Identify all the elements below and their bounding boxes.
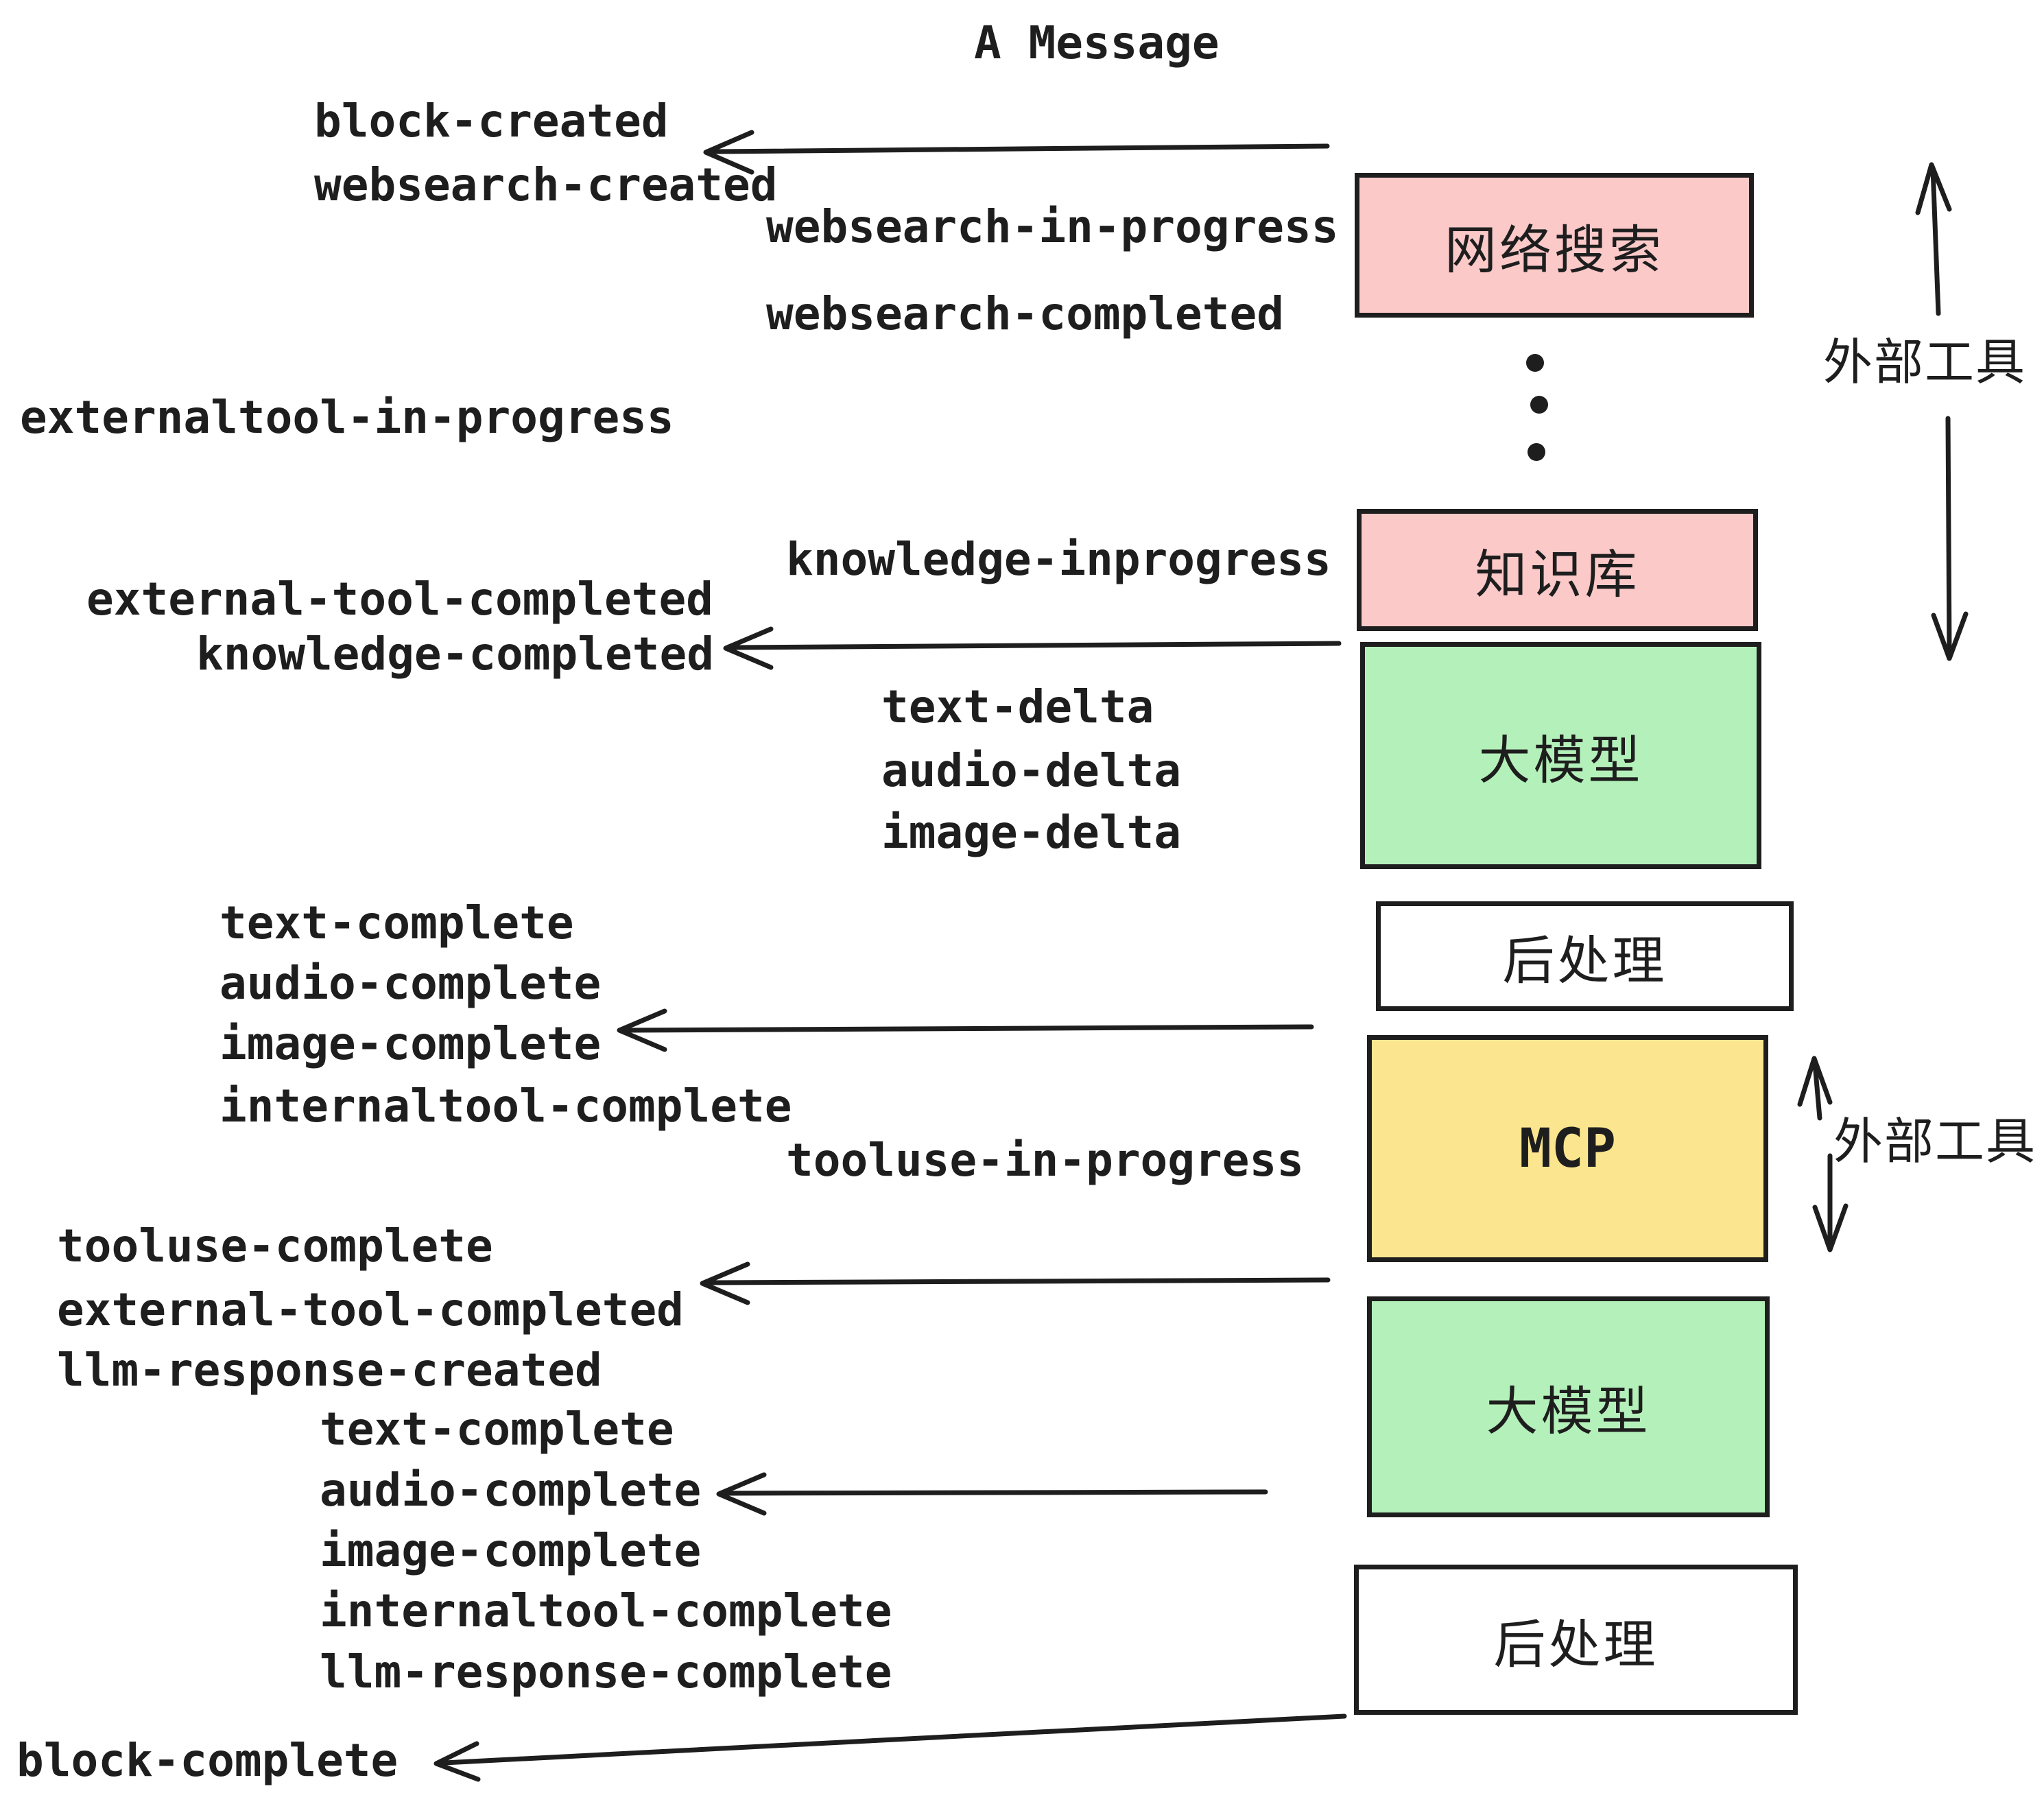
external-tools-arrow-down-shaft (1945, 416, 1952, 658)
event-internaltool-complete-1: internaltool-complete (219, 1080, 792, 1132)
node-llm-first: 大模型 (1360, 642, 1761, 869)
external-tools-arrow-down-head (1931, 611, 1969, 661)
event-knowledge-completed: knowledge-completed (196, 628, 714, 680)
event-llm-response-created: llm-response-created (57, 1344, 602, 1397)
event-external-tool-completed-2: external-tool-completed (57, 1283, 684, 1336)
event-block-complete: block-complete (16, 1734, 399, 1787)
node-knowledge-base: 知识库 (1357, 509, 1758, 631)
external-tools-arrow-up-shaft (1930, 165, 1941, 316)
event-externaltool-in-progress: externaltool-in-progress (20, 391, 674, 444)
node-knowledge-base-label: 知识库 (1475, 544, 1640, 605)
node-postprocess-second-label: 后处理 (1493, 1613, 1659, 1675)
arrow-to-tooluse-complete-head (700, 1261, 750, 1305)
node-postprocess-second: 后处理 (1354, 1565, 1798, 1715)
node-llm-second: 大模型 (1367, 1296, 1770, 1517)
event-audio-complete-1: audio-complete (219, 957, 602, 1010)
node-llm-second-label: 大模型 (1486, 1381, 1651, 1442)
event-websearch-created: websearch-created (314, 158, 778, 211)
node-websearch-label: 网络搜索 (1445, 219, 1664, 281)
arrow-to-knowledge-completed-head (723, 626, 774, 670)
arrow-to-tooluse-complete-shaft (708, 1277, 1331, 1285)
node-mcp: MCP (1367, 1035, 1768, 1262)
ellipsis-dot-2 (1530, 396, 1548, 414)
ellipsis-dot-3 (1528, 443, 1545, 461)
mcp-external-arrow-up-head (1797, 1056, 1833, 1107)
arrow-to-image-complete-head (617, 1008, 667, 1052)
event-tooluse-complete: tooluse-complete (57, 1220, 493, 1272)
side-label-external-tools-mcp: 外部工具 (1833, 1113, 2037, 1170)
node-postprocess-first-label: 后处理 (1502, 930, 1667, 991)
event-image-complete-2: image-complete (320, 1524, 702, 1577)
node-postprocess-first: 后处理 (1376, 901, 1794, 1011)
arrow-to-audio-complete-shaft (724, 1489, 1268, 1496)
node-websearch: 网络搜索 (1355, 173, 1754, 318)
event-websearch-in-progress: websearch-in-progress (766, 200, 1339, 253)
event-llm-response-complete: llm-response-complete (320, 1646, 892, 1698)
diagram-title: A Message (974, 16, 1220, 69)
event-image-delta-1: image-delta (881, 806, 1182, 859)
event-audio-delta-1: audio-delta (881, 744, 1182, 797)
event-text-complete-1: text-complete (219, 897, 574, 949)
arrow-to-image-complete-shaft (625, 1024, 1314, 1033)
event-block-created: block-created (314, 95, 669, 147)
event-websearch-completed: websearch-completed (766, 287, 1284, 340)
mcp-external-arrow-down-head (1812, 1203, 1849, 1253)
event-text-complete-2: text-complete (320, 1403, 674, 1456)
arrow-to-block-complete-shaft (442, 1713, 1347, 1766)
event-image-complete-1: image-complete (219, 1017, 602, 1070)
event-audio-complete-2: audio-complete (320, 1464, 702, 1517)
arrow-to-audio-complete-head (716, 1472, 767, 1516)
side-label-external-tools-top: 外部工具 (1823, 333, 2027, 391)
arrow-to-block-created-shaft (711, 143, 1330, 154)
arrow-to-block-complete-head (433, 1741, 481, 1782)
event-internaltool-complete-2: internaltool-complete (320, 1585, 892, 1637)
ellipsis-dot-1 (1526, 354, 1544, 372)
external-tools-arrow-up-head (1915, 162, 1952, 215)
node-mcp-label: MCP (1519, 1117, 1616, 1180)
event-text-delta-1: text-delta (881, 680, 1154, 733)
event-tooluse-in-progress: tooluse-in-progress (786, 1134, 1304, 1187)
node-llm-first-label: 大模型 (1478, 729, 1643, 791)
arrow-to-knowledge-completed-shaft (731, 641, 1342, 650)
event-knowledge-inprogress: knowledge-inprogress (786, 533, 1331, 586)
mcp-external-arrow-up-shaft (1812, 1060, 1822, 1121)
event-external-tool-completed: external-tool-completed (86, 573, 713, 626)
